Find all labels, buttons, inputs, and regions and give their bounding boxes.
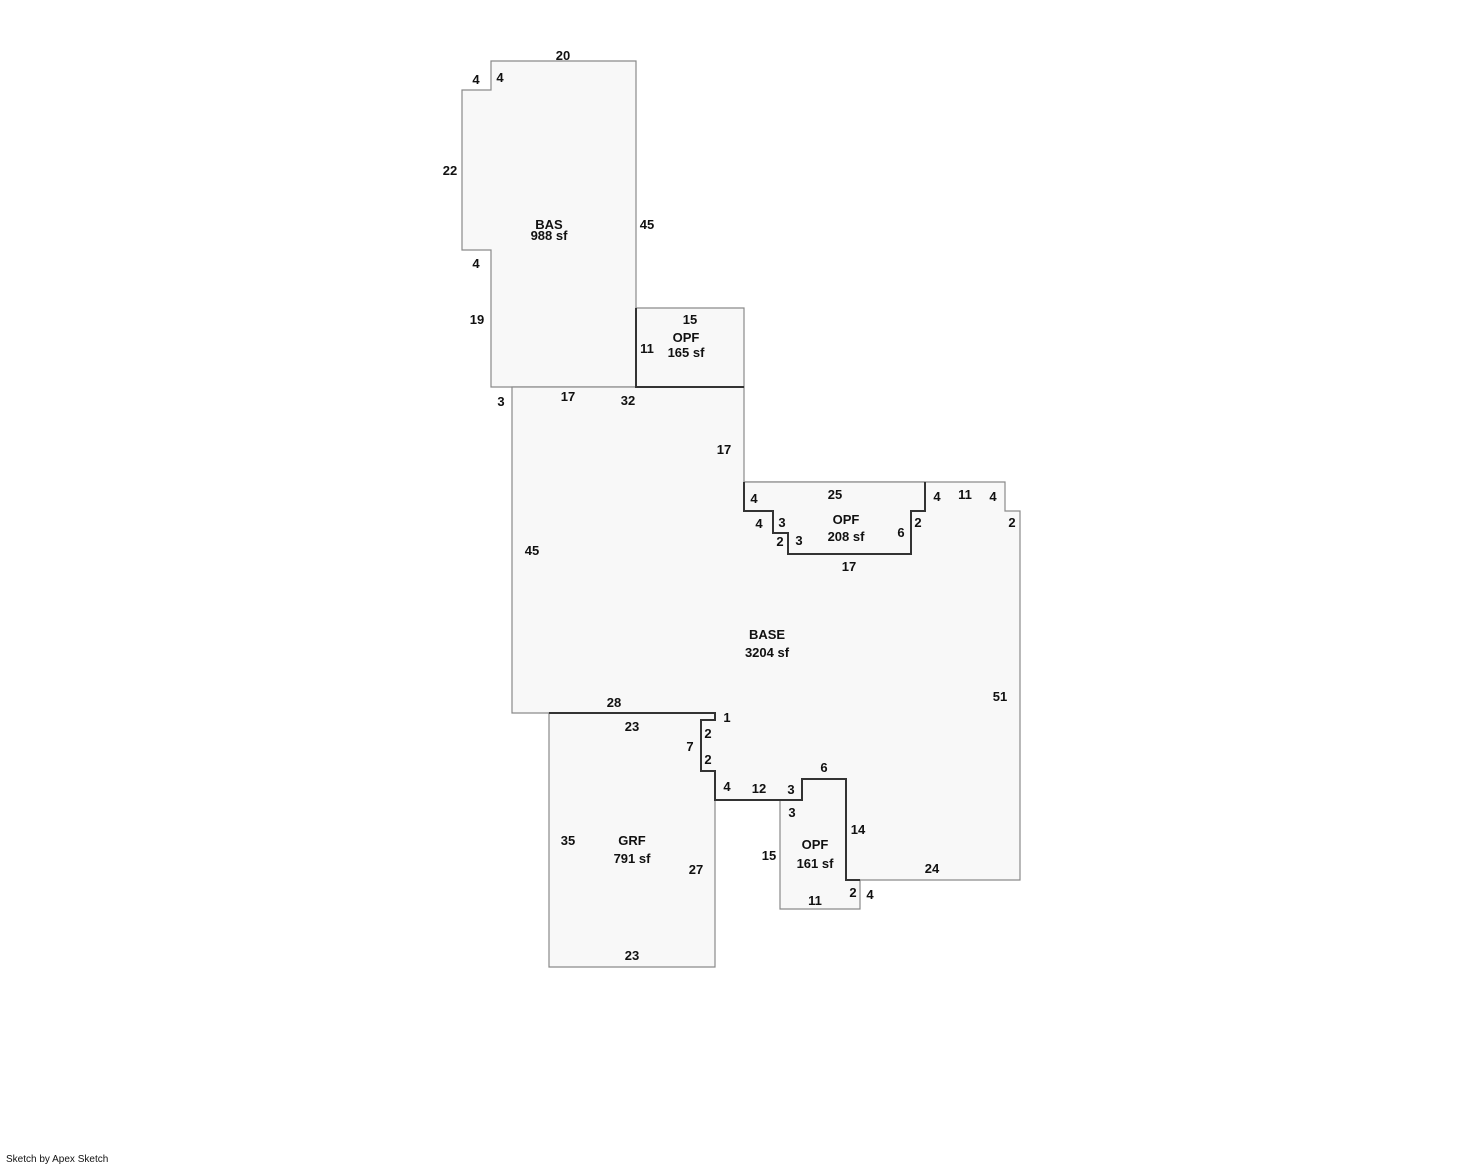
- dimension-label: 19: [470, 312, 484, 327]
- base-code: BASE: [749, 627, 785, 642]
- dimension-label: 4: [866, 887, 874, 902]
- bas-area-value: 988 sf: [531, 228, 569, 243]
- dimension-label: 17: [561, 389, 575, 404]
- dimension-label: 1: [723, 710, 730, 725]
- dimension-label: 20: [556, 48, 570, 63]
- grf-area-value: 791 sf: [614, 851, 652, 866]
- dimension-label: 15: [683, 312, 697, 327]
- dimension-label: 27: [689, 862, 703, 877]
- footer-credit: Sketch by Apex Sketch: [6, 1154, 109, 1165]
- dimension-label: 11: [640, 341, 654, 356]
- dimension-label: 51: [993, 689, 1007, 704]
- dimension-label: 22: [443, 163, 457, 178]
- opf-bottom-area-value: 161 sf: [797, 856, 835, 871]
- opf-mid-code: OPF: [833, 512, 860, 527]
- dimension-label: 28: [607, 695, 621, 710]
- shared-wall: [549, 712, 860, 881]
- dimension-label: 24: [925, 861, 940, 876]
- dimension-label: 45: [640, 217, 654, 232]
- base-area-value: 3204 sf: [745, 645, 790, 660]
- dimension-label: 11: [958, 487, 972, 502]
- dimension-label: 17: [717, 442, 731, 457]
- shared-wall: [635, 308, 744, 388]
- bas-area: [461, 60, 637, 388]
- dimension-label: 2: [704, 726, 711, 741]
- dimension-label: 3: [778, 515, 785, 530]
- opf-top-area-value: 165 sf: [668, 345, 706, 360]
- dimension-label: 3: [788, 805, 795, 820]
- dimension-label: 11: [808, 893, 822, 908]
- dimension-label: 15: [762, 848, 776, 863]
- dimension-label: 4: [933, 489, 941, 504]
- dimension-label: 25: [828, 487, 842, 502]
- dimension-label: 2: [776, 534, 783, 549]
- dimension-label: 4: [496, 70, 504, 85]
- dimension-label: 3: [795, 533, 802, 548]
- dimension-label: 7: [686, 739, 693, 754]
- opf-bottom-code: OPF: [802, 837, 829, 852]
- dimension-label: 4: [723, 779, 731, 794]
- dimension-label: 23: [625, 948, 639, 963]
- dimension-label: 3: [497, 394, 504, 409]
- dimension-label: 32: [621, 393, 635, 408]
- dimension-label: 6: [897, 525, 904, 540]
- dimension-label: 2: [704, 752, 711, 767]
- opf-mid-area-value: 208 sf: [828, 529, 866, 544]
- opf-top-code: OPF: [673, 330, 700, 345]
- dimension-label: 23: [625, 719, 639, 734]
- dimension-label: 4: [472, 72, 480, 87]
- dimension-label: 2: [1008, 515, 1015, 530]
- shared-wall: [743, 482, 926, 555]
- bas-code: BAS: [535, 217, 563, 232]
- dimension-label: 4: [472, 256, 480, 271]
- dimension-label: 2: [914, 515, 921, 530]
- dimension-label: 35: [561, 833, 575, 848]
- dimension-label: 4: [750, 491, 758, 506]
- dimension-label: 2: [849, 885, 856, 900]
- grf-code: GRF: [618, 833, 646, 848]
- dimension-label: 45: [525, 543, 539, 558]
- dimension-label: 3: [787, 782, 794, 797]
- dimension-label: 4: [755, 516, 763, 531]
- dimension-label: 6: [820, 760, 827, 775]
- dimension-label: 17: [842, 559, 856, 574]
- dimension-label: 14: [851, 822, 866, 837]
- dimension-label: 4: [989, 489, 997, 504]
- dimension-label: 12: [752, 781, 766, 796]
